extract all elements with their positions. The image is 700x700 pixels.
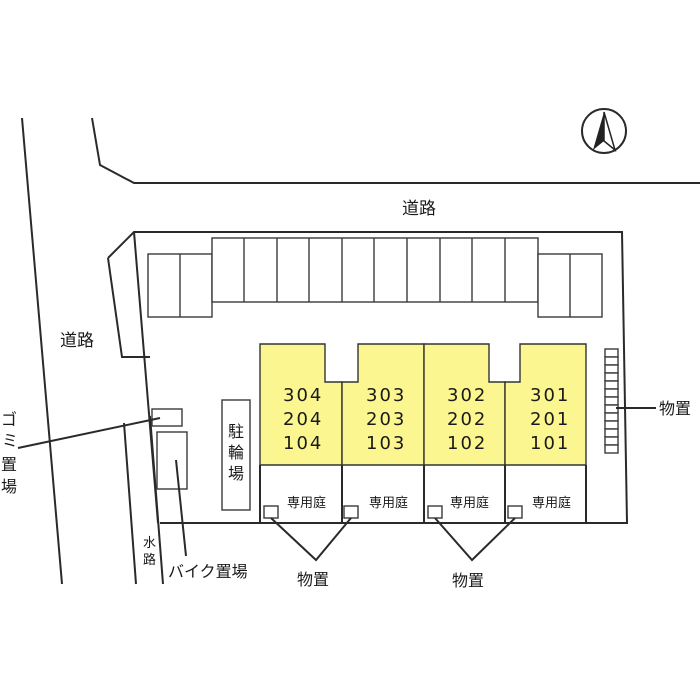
unit-104: 104 — [283, 433, 323, 454]
unit-201: 201 — [530, 409, 570, 430]
storage-shed-2 — [343, 505, 359, 519]
private-garden-label-3: 専用庭 — [450, 495, 489, 511]
storage-label-right: 物置 — [452, 571, 484, 590]
west-road-edge-inner — [107, 257, 150, 358]
road-north-label: 道路 — [402, 199, 436, 219]
north-arrow-icon — [581, 108, 627, 154]
unit-102: 102 — [447, 433, 487, 454]
private-gardens — [259, 465, 587, 523]
storage-shed-4 — [507, 505, 523, 519]
unit-203: 203 — [366, 409, 406, 430]
private-garden-label-1: 専用庭 — [287, 495, 326, 511]
waterway-label-2: 路 — [143, 552, 156, 568]
unit-103: 103 — [366, 433, 406, 454]
waterway-right — [149, 415, 164, 585]
road-west-label: 道路 — [60, 331, 94, 351]
parking-row — [147, 237, 603, 318]
west-road-edge-outer — [21, 117, 63, 585]
garbage-label-2: ミ — [2, 431, 18, 450]
bicycle-parking-label-3: 場 — [228, 464, 244, 483]
building-blocks — [259, 343, 587, 466]
waterway-label-1: 水 — [143, 536, 156, 551]
bicycle-parking-label-2: 輪 — [228, 443, 244, 462]
storage-shed-1 — [263, 505, 279, 519]
garbage-label-4: 場 — [1, 477, 17, 496]
motorbike-parking — [156, 431, 188, 490]
motorbike-parking-label: バイク置場 — [168, 562, 248, 581]
garbage-leader — [17, 417, 161, 449]
unit-304: 304 — [283, 385, 323, 406]
unit-202: 202 — [447, 409, 487, 430]
storage-leader-left — [270, 517, 352, 562]
garbage-label-3: 置 — [1, 455, 17, 474]
motorbike-leader — [175, 459, 187, 557]
bicycle-parking-label-1: 駐 — [228, 422, 244, 441]
storage-leader-right — [434, 517, 516, 562]
private-garden-label-4: 専用庭 — [532, 495, 571, 511]
north-road-edge — [91, 117, 700, 184]
storage-shed-3 — [427, 505, 443, 519]
private-garden-label-2: 専用庭 — [369, 495, 408, 511]
garbage-area — [151, 408, 183, 427]
storage-label-east: 物置 — [659, 399, 691, 418]
unit-303: 303 — [366, 385, 406, 406]
unit-302: 302 — [447, 385, 487, 406]
lot-boundary — [107, 231, 629, 524]
storage-label-left: 物置 — [297, 570, 329, 589]
unit-101: 101 — [530, 433, 570, 454]
unit-204: 204 — [283, 409, 323, 430]
bicycle-parking — [221, 399, 251, 511]
unit-301: 301 — [530, 385, 570, 406]
garbage-label-1: ゴ — [1, 410, 17, 429]
east-storage-stack — [604, 348, 619, 454]
waterway-left — [123, 422, 137, 585]
